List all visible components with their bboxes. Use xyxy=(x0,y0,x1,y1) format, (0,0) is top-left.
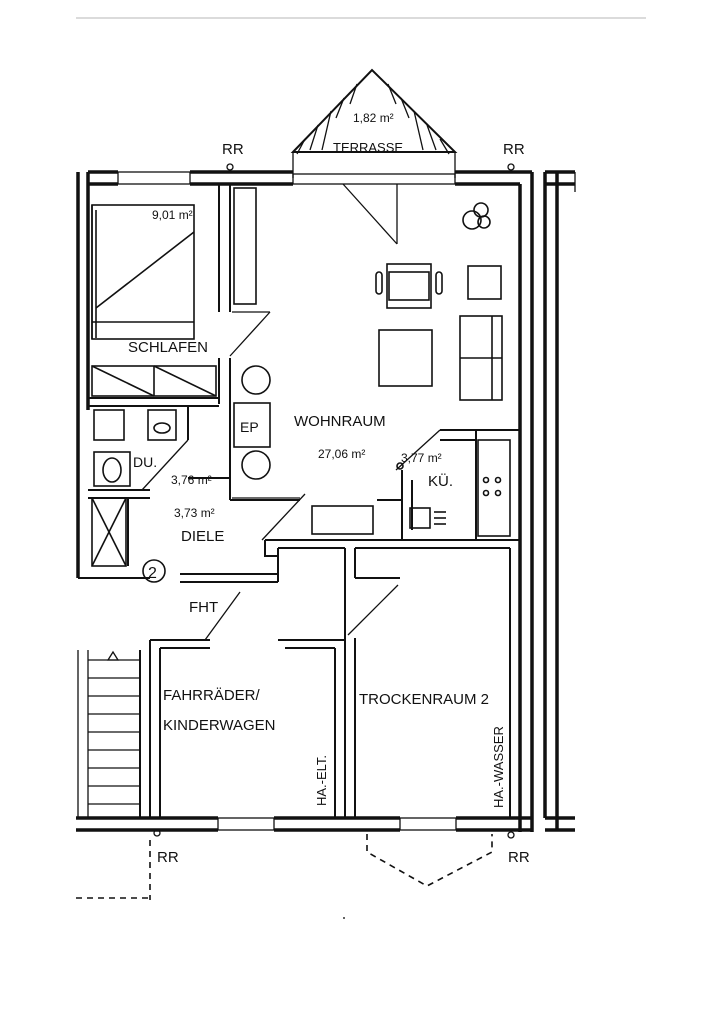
kueche-area: 3,77 m² xyxy=(401,451,442,465)
bay-outline xyxy=(366,834,493,887)
wohnraum-label: WOHNRAUM xyxy=(294,413,386,430)
diele-label: DIELE xyxy=(181,528,224,545)
doors xyxy=(141,183,441,641)
terrasse-shape xyxy=(290,68,458,178)
unit-number-circle xyxy=(142,559,166,583)
interior-walls xyxy=(78,184,520,818)
hall-closet xyxy=(91,497,127,567)
rr-bottom-right: RR xyxy=(508,849,530,866)
living-furniture xyxy=(233,187,503,535)
fht-label: FHT xyxy=(189,599,218,616)
schlafen-label: SCHLAFEN xyxy=(128,339,208,356)
bed xyxy=(91,204,195,340)
rr-marker xyxy=(507,831,515,839)
ep-label: EP xyxy=(240,419,259,435)
kinderwagen-label: KINDERWAGEN xyxy=(163,717,276,734)
trockenraum-label: TROCKENRAUM 2 xyxy=(359,691,489,708)
rr-top-left: RR xyxy=(222,141,244,158)
wardrobe xyxy=(91,365,217,397)
ha-wasser-label: HA.-WASSER xyxy=(491,726,506,808)
wohnraum-area: 27,06 m² xyxy=(318,447,365,461)
dusche-area: 3,76 m² xyxy=(171,473,212,487)
dusche-label: DU. xyxy=(133,454,157,470)
unit-number: 2 xyxy=(148,565,157,582)
rr-top-right: RR xyxy=(503,141,525,158)
rr-marker xyxy=(507,163,515,171)
terrasse-area: 1,82 m² xyxy=(353,111,394,125)
staircase xyxy=(77,650,140,818)
diele-area: 3,73 m² xyxy=(174,506,215,520)
kueche-label: KÜ. xyxy=(428,472,453,490)
terrasse-label: TERRASSE xyxy=(333,140,403,155)
rr-marker xyxy=(153,829,161,837)
kitchen-fixtures xyxy=(396,439,511,537)
fahrraeder-label: FAHRRÄDER/ xyxy=(163,687,261,704)
ha-elt-label: HA.-ELT. xyxy=(314,755,329,806)
exterior-walls xyxy=(76,170,576,832)
bathroom-fixtures xyxy=(93,409,177,487)
rr-marker xyxy=(226,163,234,171)
rr-bottom-left: RR xyxy=(157,849,179,866)
schlafen-area: 9,01 m² xyxy=(152,208,193,222)
